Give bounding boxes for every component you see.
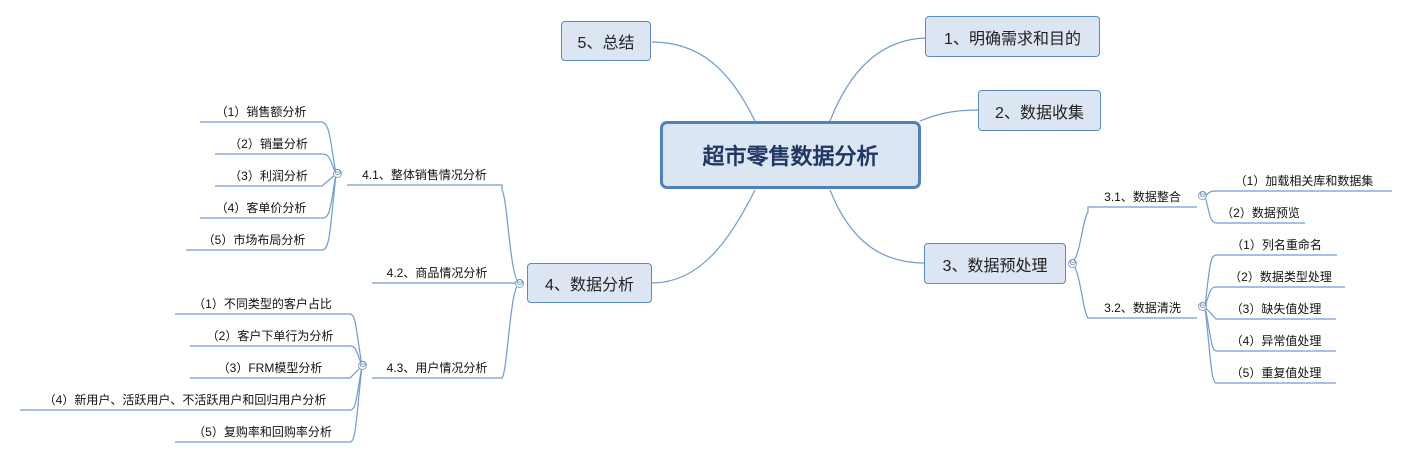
topic-4-1-overall-sales[interactable]: 4.1、整体销售情况分析 xyxy=(362,167,487,182)
leaf-4-1-1[interactable]: （1）销售额分析 xyxy=(215,105,307,119)
leaf-3-1-2[interactable]: （2）数据预览 xyxy=(1221,206,1300,220)
leaf-4-3-5[interactable]: （5）复购率和回购率分析 xyxy=(193,425,332,439)
root-topic[interactable]: 超市零售数据分析 xyxy=(660,121,921,189)
collapse-toggle-3-2[interactable]: ⊖ xyxy=(1198,301,1207,311)
leaf-4-3-1[interactable]: （1）不同类型的客户占比 xyxy=(193,297,332,311)
leaf-3-2-3[interactable]: （3）缺失值处理 xyxy=(1230,302,1322,316)
leaf-3-2-4[interactable]: （4）异常值处理 xyxy=(1230,334,1322,348)
collapse-toggle-4-3[interactable]: ⊖ xyxy=(358,360,367,370)
collapse-toggle-3-1[interactable]: ⊖ xyxy=(1198,190,1207,200)
topic-4-2-product[interactable]: 4.2、商品情况分析 xyxy=(386,265,488,280)
topic-3-1-data-integration[interactable]: 3.1、数据整合 xyxy=(1104,189,1181,204)
branch-2-data-collection[interactable]: 2、数据收集 xyxy=(978,90,1101,131)
branch-5-summary[interactable]: 5、总结 xyxy=(561,21,651,61)
topic-4-3-user[interactable]: 4.3、用户情况分析 xyxy=(386,360,488,375)
leaf-3-1-1[interactable]: （1）加载相关库和数据集 xyxy=(1234,174,1374,188)
leaf-4-3-4[interactable]: （4）新用户、活跃用户、不活跃用户和回归用户分析 xyxy=(43,393,327,407)
leaf-3-2-2[interactable]: （2）数据类型处理 xyxy=(1229,270,1332,284)
branch-1-requirements[interactable]: 1、明确需求和目的 xyxy=(925,16,1100,57)
leaf-4-3-3[interactable]: （3）FRM模型分析 xyxy=(217,361,323,375)
leaf-4-3-2[interactable]: （2）客户下单行为分析 xyxy=(206,329,334,343)
collapse-toggle-4-1[interactable]: ⊖ xyxy=(333,168,342,178)
branch-3-preprocessing[interactable]: 3、数据预处理 xyxy=(924,243,1066,284)
leaf-4-1-4[interactable]: （4）客单价分析 xyxy=(215,201,307,215)
collapse-toggle-branch-4[interactable]: ⊖ xyxy=(515,278,524,288)
leaf-3-2-5[interactable]: （5）重复值处理 xyxy=(1230,366,1322,380)
leaf-4-1-3[interactable]: （3）利润分析 xyxy=(229,169,308,183)
leaf-4-1-2[interactable]: （2）销量分析 xyxy=(229,137,308,151)
branch-4-data-analysis[interactable]: 4、数据分析 xyxy=(527,263,652,303)
leaf-3-2-1[interactable]: （1）列名重命名 xyxy=(1231,238,1322,252)
collapse-toggle-branch-3[interactable]: ⊖ xyxy=(1068,258,1077,268)
leaf-4-1-5[interactable]: （5）市场布局分析 xyxy=(202,233,306,247)
topic-3-2-data-cleaning[interactable]: 3.2、数据清洗 xyxy=(1104,300,1181,315)
